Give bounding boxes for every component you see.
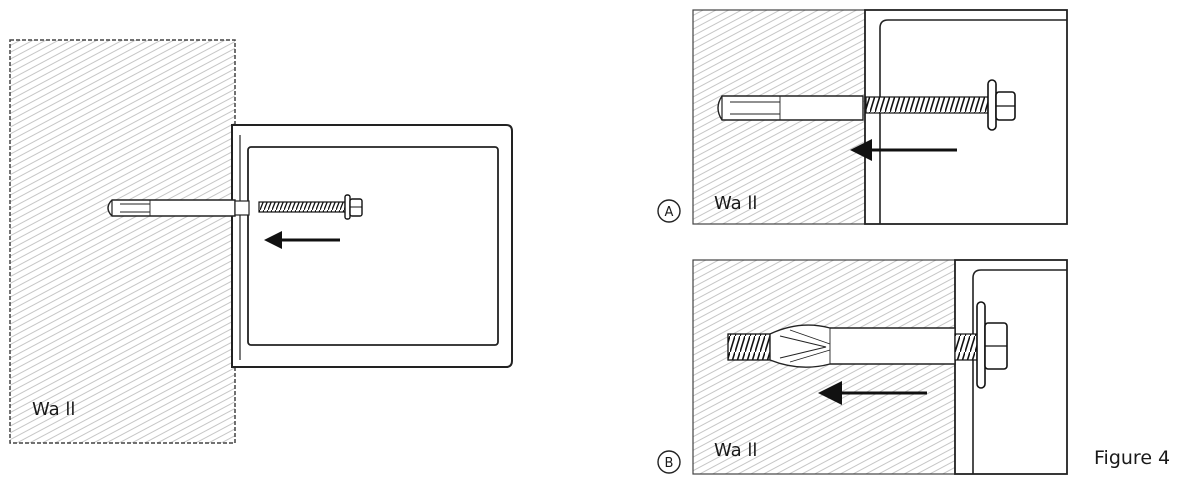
wall: [9, 39, 236, 444]
bracket-inner: [247, 146, 499, 346]
figure-caption: Figure 4: [1094, 447, 1170, 469]
bolt: [258, 194, 363, 220]
insert-arrow: [264, 231, 340, 249]
panel-a: A Wa ll: [657, 9, 1068, 225]
bracket-frame: [954, 259, 1068, 475]
anchor-sleeve: [107, 199, 236, 217]
bracket-inner: [972, 269, 1067, 474]
svg-text:A: A: [665, 205, 674, 220]
panel-b: B Wa ll: [657, 259, 1068, 475]
bolt: [954, 301, 1008, 389]
svg-text:B: B: [665, 456, 674, 471]
anchor-expanded: [727, 324, 956, 368]
wall: [692, 259, 956, 475]
panel-a-marker: A: [657, 199, 681, 223]
bracket-inner: [879, 19, 1067, 224]
wall-label: Wa ll: [714, 193, 757, 214]
insert-arrow: [818, 381, 927, 405]
main-diagram: Wa ll: [9, 39, 513, 444]
bolt: [865, 79, 1016, 131]
insert-arrow: [850, 139, 957, 161]
wall-label: Wa ll: [32, 399, 75, 420]
wall-label: Wa ll: [714, 440, 757, 461]
bracket-frame: [864, 9, 1068, 225]
panel-b-marker: B: [657, 450, 681, 474]
anchor-collar: [234, 200, 250, 216]
anchor-sleeve: [717, 95, 864, 121]
